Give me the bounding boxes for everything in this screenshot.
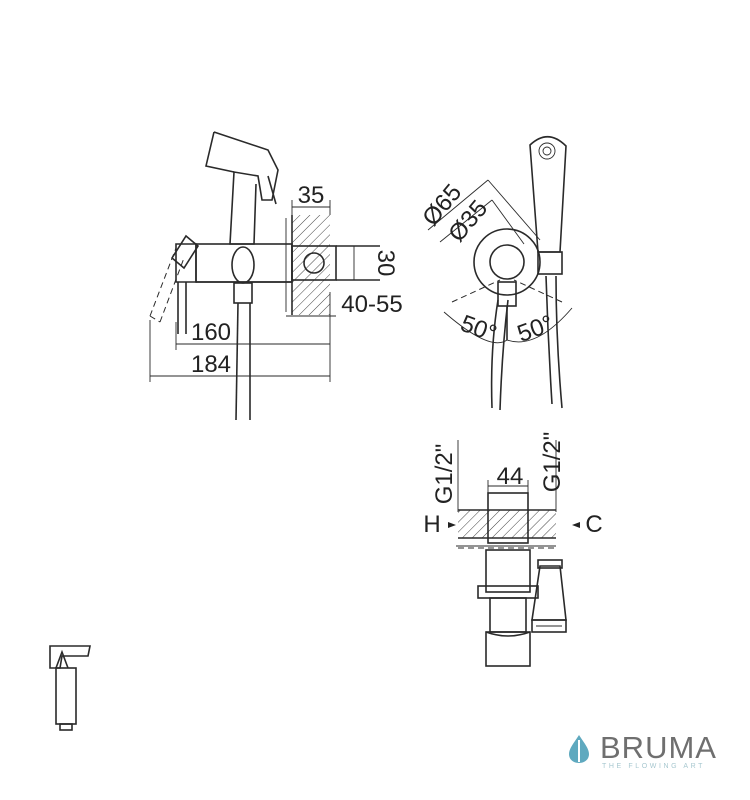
brand-name: BRUMA (600, 730, 717, 765)
dim-30-label: 30 (372, 250, 399, 277)
side-view: 35 30 40-55 160 184 (149, 131, 403, 421)
water-drop-icon (569, 735, 589, 763)
brand-logo: BRUMA THE FLOWING ART (566, 730, 726, 780)
dim-35-label: 35 (298, 182, 325, 209)
hot-label: H (423, 511, 440, 538)
product-thumbnail (49, 645, 91, 731)
front-view: Ø65 Ø35 50° 50° (417, 135, 573, 411)
brand-tagline: THE FLOWING ART (602, 763, 706, 770)
dim-184-label: 184 (191, 351, 231, 378)
dim-160-label: 160 (191, 319, 231, 346)
thread-left-label: G1/2" (431, 444, 458, 505)
valve-view: 44 G1/2" G1/2" H C (423, 432, 603, 667)
dim-40-55-label: 40-55 (341, 291, 402, 318)
thread-right-label: G1/2" (539, 432, 566, 493)
dim-44-label: 44 (497, 463, 524, 490)
angle-right-label: 50° (514, 310, 557, 348)
cold-label: C (585, 511, 602, 538)
